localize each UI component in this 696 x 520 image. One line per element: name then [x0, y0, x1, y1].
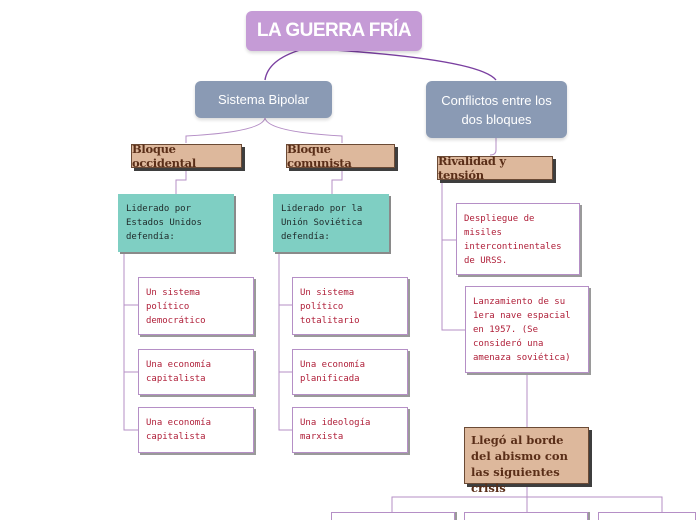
node-borde-abismo[interactable]: Llegó al borde del abismo con las siguie… — [464, 427, 589, 495]
leaf-ideologia-marxista[interactable]: Una ideología marxista — [292, 407, 408, 453]
node-bloque-comunista[interactable]: Bloque comunista — [286, 142, 395, 170]
leaf-sistema-democratico[interactable]: Un sistema político democrático — [138, 277, 254, 335]
crisis-node-3[interactable] — [598, 512, 696, 520]
node-liderado-eeuu[interactable]: Liderado por Estados Unidos defendía: — [118, 194, 234, 252]
leaf-economia-capitalista-1[interactable]: Una economía capitalista — [138, 349, 254, 395]
crisis-node-2[interactable] — [464, 512, 588, 520]
node-rivalidad-tension[interactable]: Rivalidad y tensión — [437, 154, 553, 182]
leaf-despliegue-misiles[interactable]: Despliegue de misiles intercontinentales… — [456, 203, 580, 275]
main-title[interactable]: LA GUERRA FRÍA — [246, 11, 422, 51]
node-bloque-occidental[interactable]: Bloque occidental — [131, 142, 242, 170]
leaf-economia-capitalista-2[interactable]: Una economía capitalista — [138, 407, 254, 453]
leaf-sistema-totalitario[interactable]: Un sistema político totalitario — [292, 277, 408, 335]
node-sistema-bipolar[interactable]: Sistema Bipolar — [195, 81, 332, 118]
leaf-economia-planificada[interactable]: Una economía planificada — [292, 349, 408, 395]
node-conflictos[interactable]: Conflictos entre los dos bloques — [426, 81, 567, 138]
crisis-node-1[interactable] — [331, 512, 455, 520]
node-liderado-urss[interactable]: Liderado por la Unión Soviética defendía… — [273, 194, 389, 252]
leaf-lanzamiento-nave[interactable]: Lanzamiento de su 1era nave espacial en … — [465, 286, 589, 373]
